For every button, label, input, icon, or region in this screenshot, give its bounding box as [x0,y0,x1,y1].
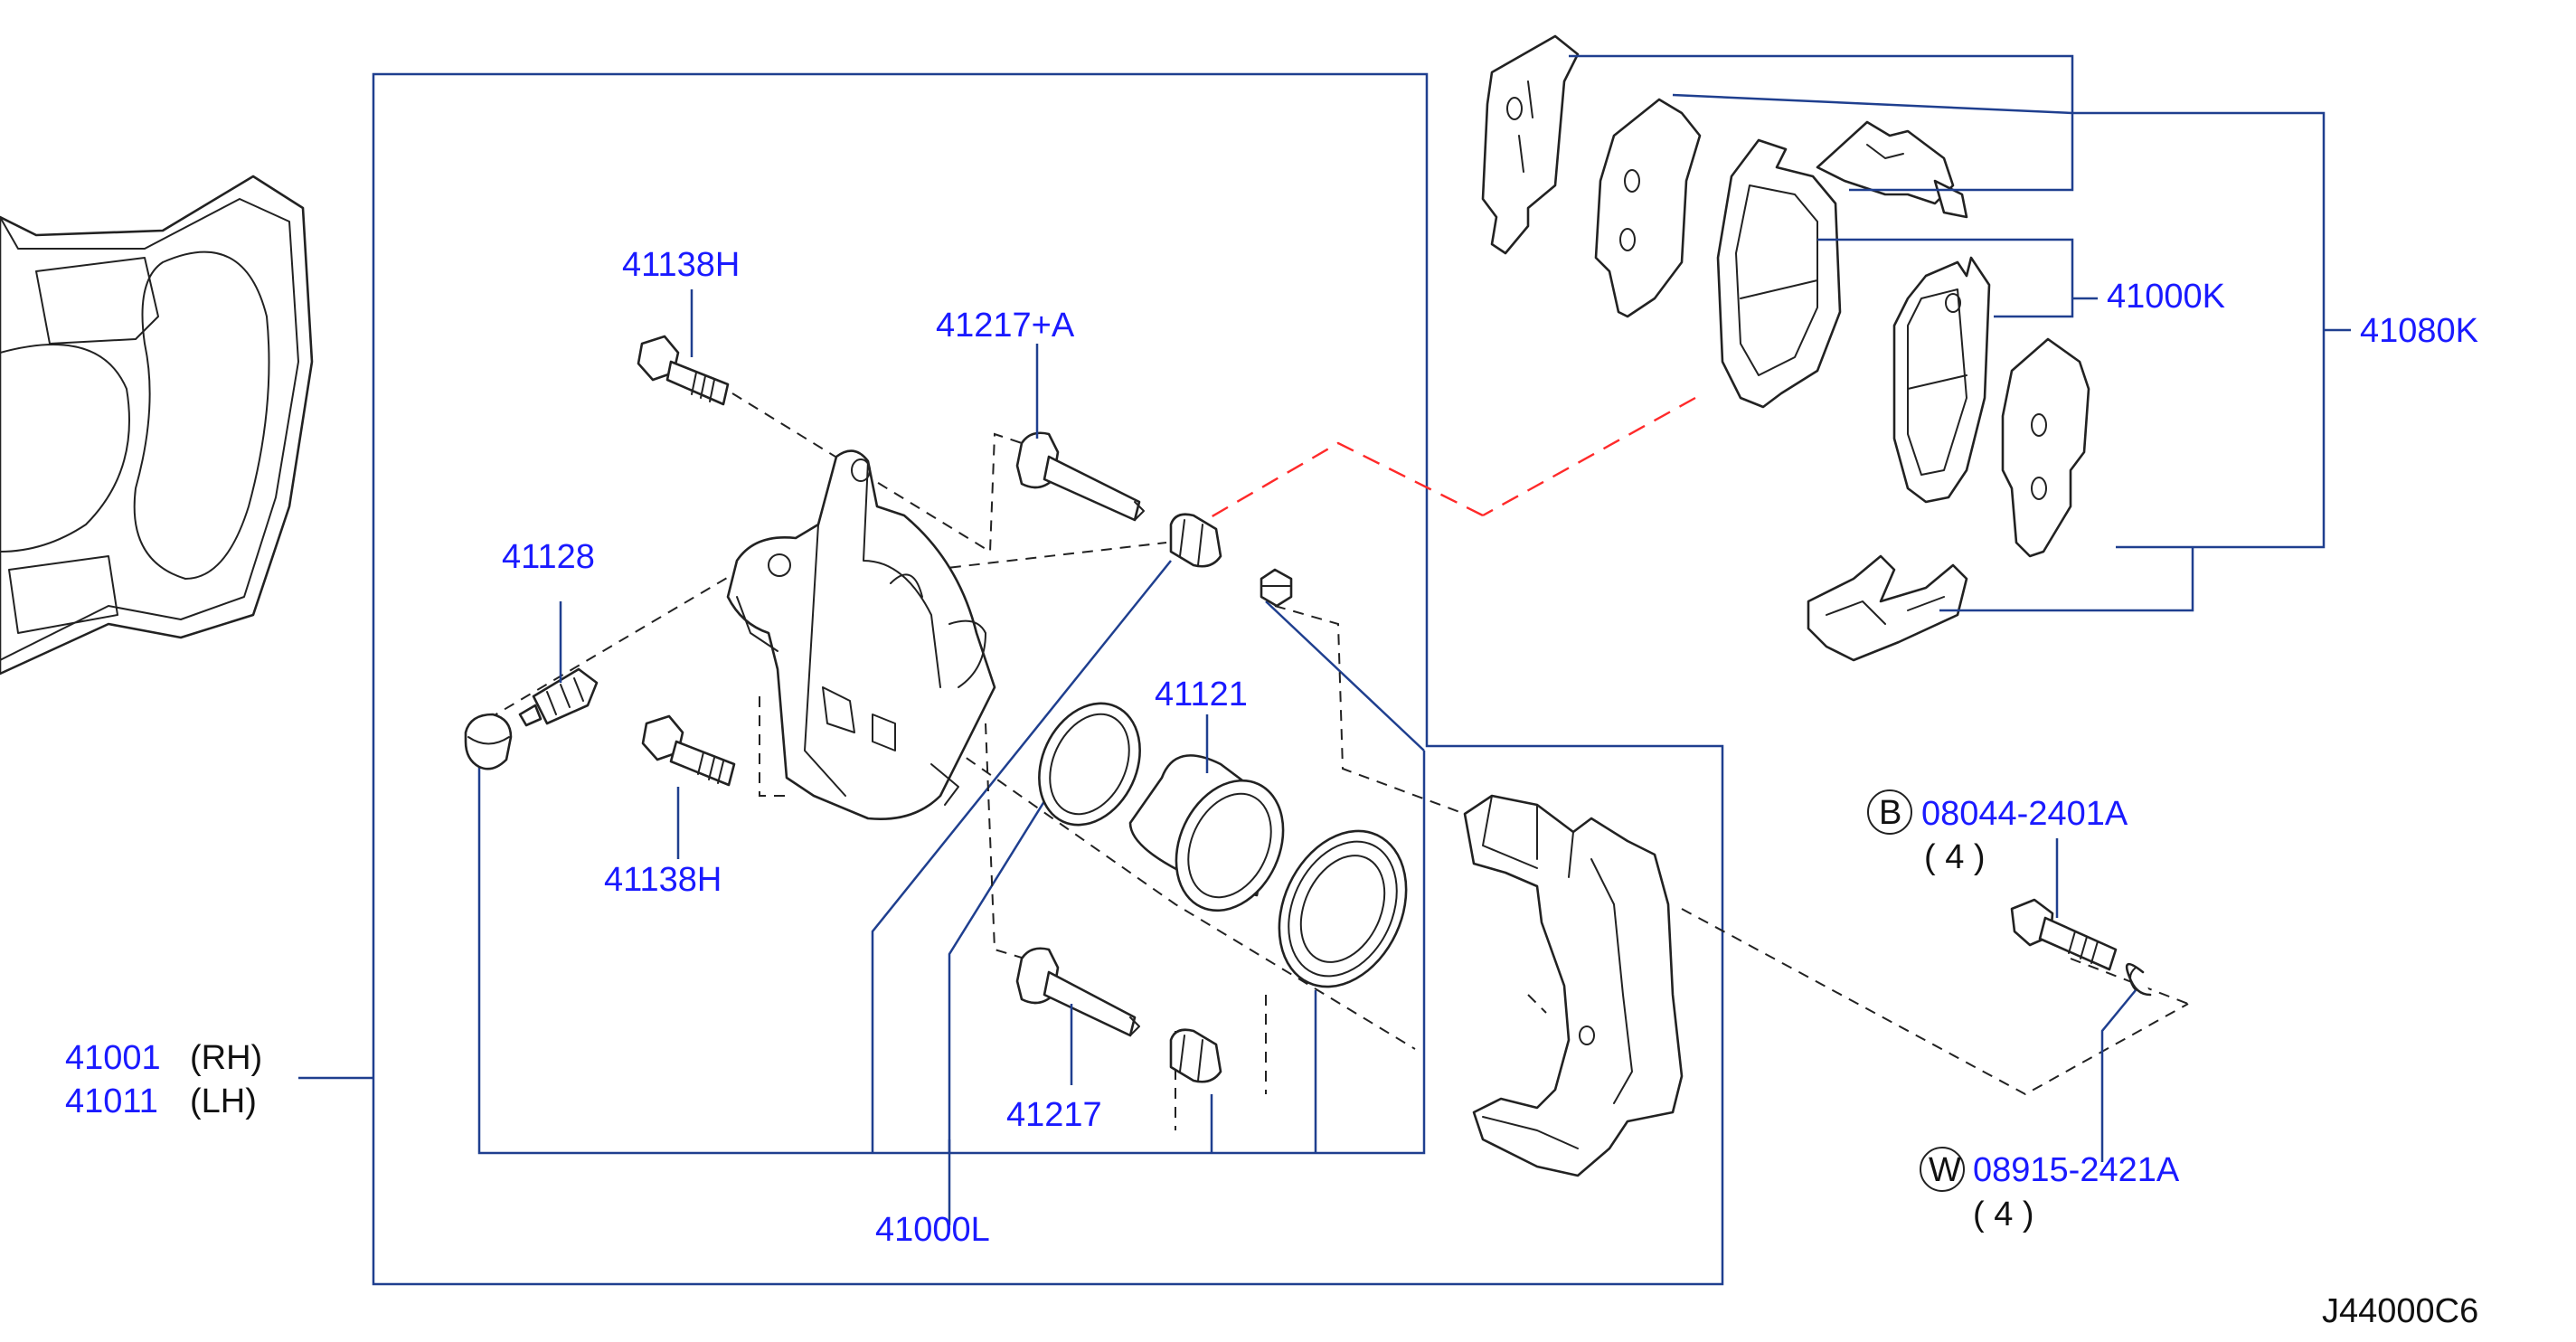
label-41121: 41121 [1155,676,1248,714]
bolt-badge-circle [1867,789,1912,835]
label-washer-part: 08915-2421A [1973,1151,2180,1189]
pad-clip-top-icon [1816,120,1968,219]
slide-pin-top-icon [1015,431,1145,522]
label-41138H-bottom: 41138H [604,861,722,899]
pad-clip-bottom-icon [1807,554,1968,662]
label-41011-side: (LH) [190,1082,257,1120]
brake-pad-inner-icon [1892,256,1991,504]
label-41001: 41001 [65,1039,161,1077]
kit-41000L-bracket [477,751,1426,1155]
label-41217: 41217 [1006,1096,1102,1134]
kit-41000K-bracket [1817,238,2098,318]
mounting-bolt-icon [2010,898,2118,971]
label-41128: 41128 [502,538,595,576]
caliper-body-icon [726,449,996,820]
label-41080K: 41080K [2360,312,2478,350]
label-41000K: 41000K [2107,278,2225,316]
dust-shield-icon [0,175,314,676]
brake-pad-outer-icon [1716,138,1842,409]
label-washer-qty: ( 4 ) [1973,1196,2034,1233]
pin-boot-top-icon [1169,513,1222,568]
label-bolt-part: 08044-2401A [1921,795,2128,833]
shim-outer-icon [1481,34,1580,255]
piston-icon [1128,754,1285,912]
shim-lower-icon [2001,337,2090,558]
piston-seal-icon [1038,702,1141,827]
assembly-dashed-lines [487,392,2189,1130]
mounting-bracket-icon [1463,794,1684,1177]
label-41138H-top: 41138H [622,246,740,284]
bolt-badge-letter: B [1879,794,1901,832]
bleeder-cap-icon [464,713,513,770]
bleeder-screw-icon [518,667,599,727]
pin-boot-bottom-icon [1169,1028,1222,1083]
diagram-code: J44000C6 [2322,1292,2478,1330]
lock-washer-icon [2125,962,2152,997]
piston-boot-icon [1278,829,1408,988]
kit-41080K-bracket [1569,54,2351,612]
guide-bolt-top-icon [637,335,730,406]
label-41000L: 41000L [875,1211,990,1249]
label-bolt-qty: ( 4 ) [1924,838,1986,876]
washer-badge-letter: W [1929,1151,1961,1189]
guide-bolt-bottom-icon [641,714,736,787]
shim-inner-icon [1594,98,1702,318]
label-41001-side: (RH) [190,1039,262,1077]
pin-cap-icon [1260,568,1293,608]
label-41217A: 41217+A [936,307,1075,345]
washer-badge-circle [1920,1147,1965,1192]
assembly-frame [372,72,1724,1286]
label-41011: 41011 [65,1082,158,1120]
slide-pin-bottom-icon [1015,947,1140,1037]
